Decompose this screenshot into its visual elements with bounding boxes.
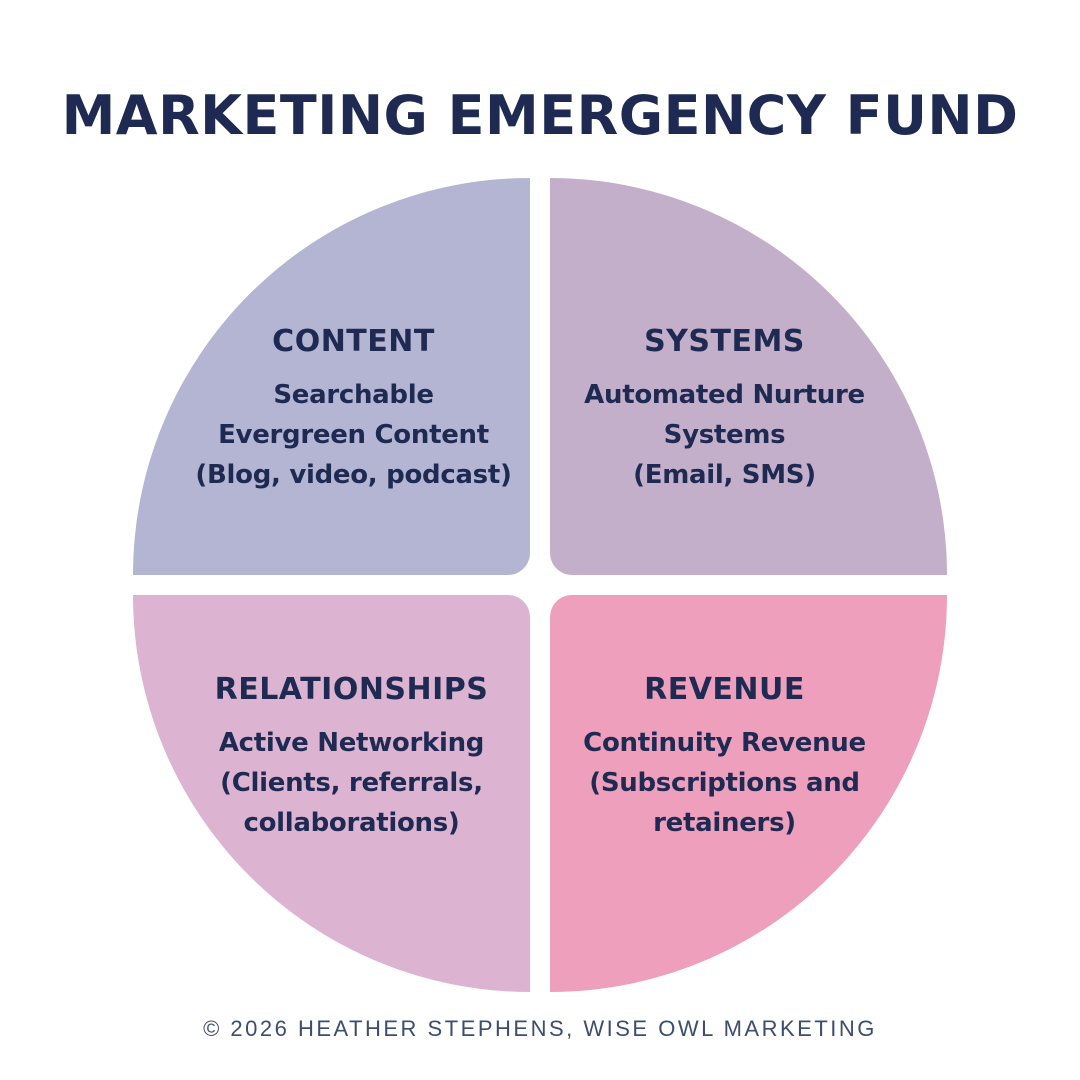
quadrant-content-body: Searchable Evergreen Content (Blog, vide… bbox=[195, 380, 512, 490]
quadrant-systems-body: Automated Nurture Systems (Email, SMS) bbox=[584, 380, 865, 490]
quadrant-systems: SYSTEMS Automated Nurture Systems (Email… bbox=[550, 178, 947, 575]
quadrant-relationships-label: RELATIONSHIPS bbox=[214, 672, 489, 707]
quadrant-relationships: RELATIONSHIPS Active Networking (Clients… bbox=[133, 595, 530, 992]
quadrant-revenue: REVENUE Continuity Revenue (Subscription… bbox=[550, 595, 947, 992]
quadrant-revenue-label: REVENUE bbox=[644, 672, 805, 707]
quadrant-systems-label: SYSTEMS bbox=[644, 324, 805, 359]
quadrant-content: CONTENT Searchable Evergreen Content (Bl… bbox=[133, 178, 530, 575]
quadrant-revenue-body: Continuity Revenue (Subscriptions and re… bbox=[583, 728, 866, 838]
footer-credit: © 2026 HEATHER STEPHENS, WISE OWL MARKET… bbox=[203, 1016, 877, 1041]
page-title: MARKETING EMERGENCY FUND bbox=[61, 84, 1019, 147]
quadrant-content-label: CONTENT bbox=[272, 324, 435, 359]
quadrant-diagram: CONTENT Searchable Evergreen Content (Bl… bbox=[133, 178, 947, 992]
quadrant-relationships-body: Active Networking (Clients, referrals, c… bbox=[218, 728, 485, 838]
